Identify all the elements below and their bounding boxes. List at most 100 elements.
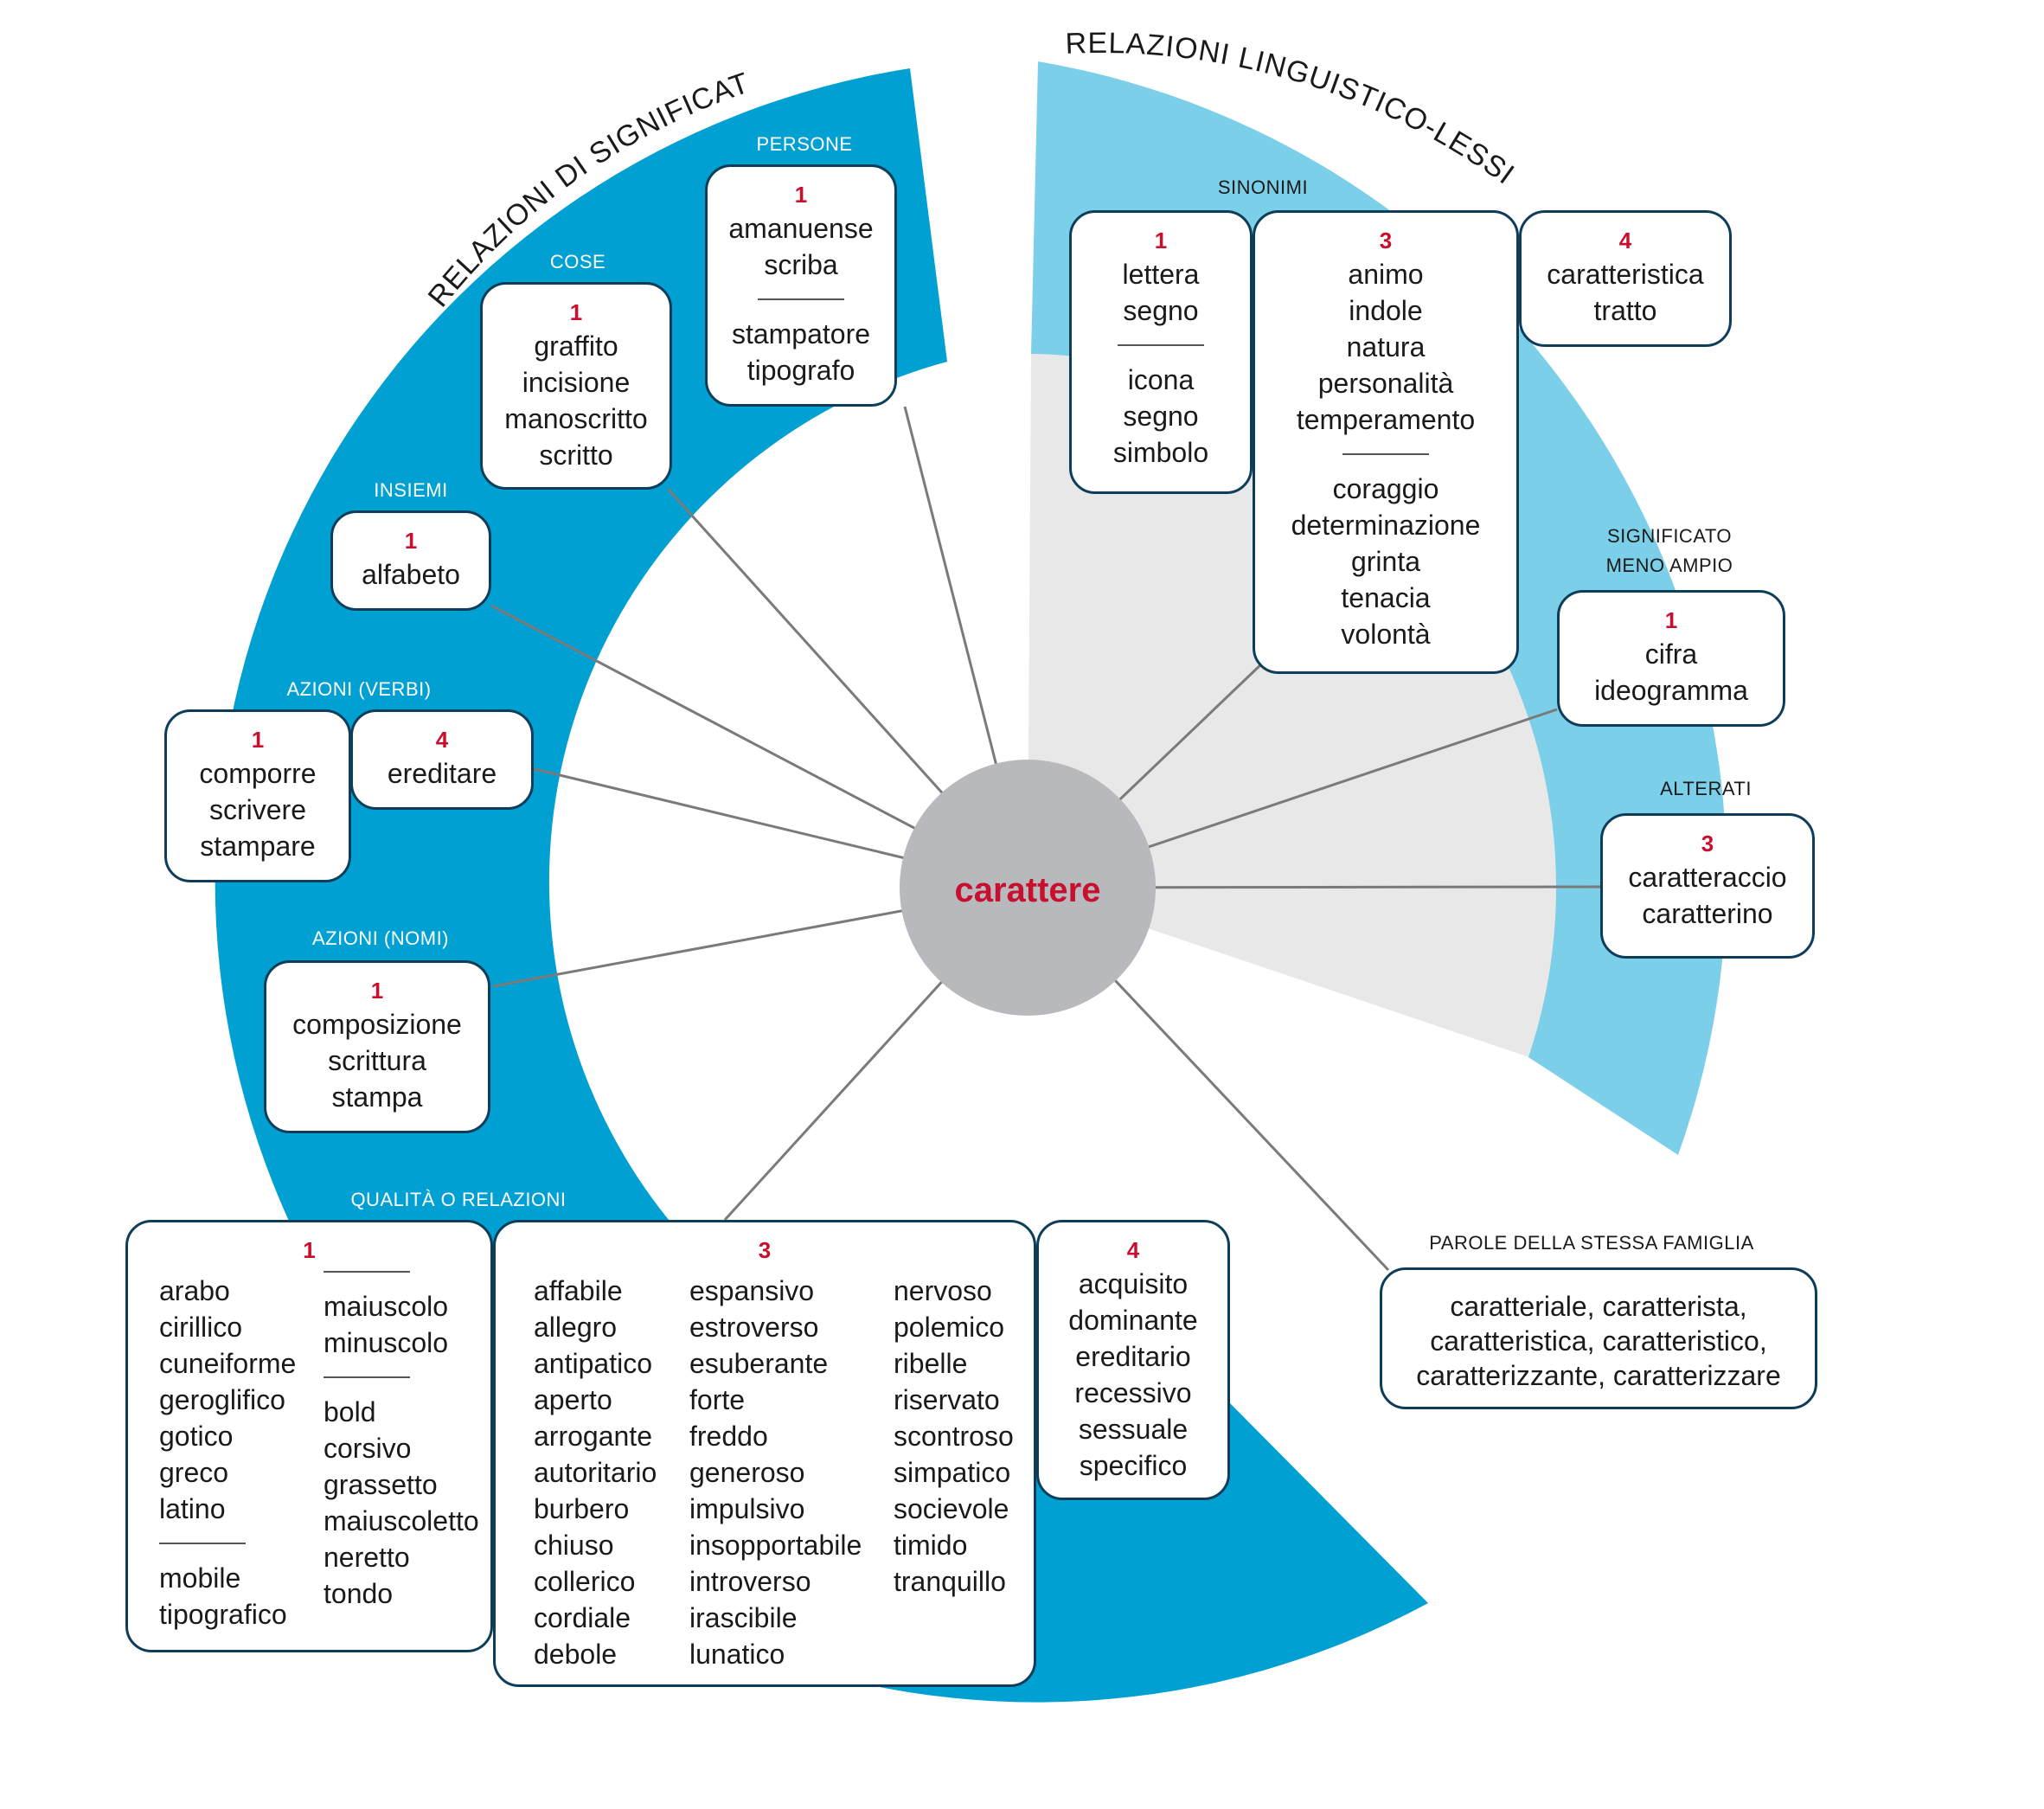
- cose-word: graffito: [534, 330, 618, 362]
- qualita-word: affabile: [534, 1275, 623, 1306]
- box-cose: 1 graffito incisione manoscritto scritto: [480, 282, 672, 490]
- box-alterati: 3 caratteraccio caratterino: [1600, 813, 1815, 959]
- qualita-word: allegro: [534, 1312, 618, 1343]
- qualita-word: arabo: [159, 1275, 230, 1306]
- sinonimi-word: volontà: [1341, 619, 1431, 650]
- box-significato-meno-ampio: 1 cifra ideogramma: [1557, 590, 1785, 727]
- sinonimi-word: segno: [1123, 401, 1199, 432]
- qualita-3-col3: nervoso polemico ribelle riservato scont…: [894, 1273, 1014, 1600]
- qualita-3-num: 3: [758, 1237, 772, 1263]
- azioni-verbi-word: scrivere: [208, 794, 306, 825]
- cose-num: 1: [569, 299, 583, 325]
- box-azioni-verbi-4: 4 ereditare: [350, 709, 534, 810]
- qualita-word: autoritario: [534, 1457, 657, 1488]
- box-sinonimi-3: 3 animo indole natura personalità temper…: [1253, 210, 1519, 674]
- qualita-word: antipatico: [534, 1348, 652, 1379]
- label-famiglia: PAROLE DELLA STESSA FAMIGLIA: [1429, 1232, 1754, 1254]
- insiemi-num: 1: [404, 528, 418, 554]
- label-qualita: QUALITÀ O RELAZIONI: [350, 1189, 567, 1210]
- label-alterati: ALTERATI: [1660, 778, 1752, 799]
- sinonimi-word: coraggio: [1332, 473, 1439, 504]
- cose-word: incisione: [522, 367, 631, 398]
- qualita-word: specifico: [1079, 1450, 1188, 1481]
- cose-word: manoscritto: [504, 403, 648, 434]
- azioni-verbi-num: 4: [435, 727, 449, 753]
- box-qualita-3: 3 affabile allegro antipatico aperto arr…: [493, 1220, 1036, 1687]
- sinonimi-word: simbolo: [1112, 437, 1209, 468]
- label-significato-meno-ampio: SIGNIFICATO MENO AMPIO: [1583, 522, 1756, 581]
- qualita-word: sessuale: [1078, 1414, 1189, 1445]
- sinonimi-word: determinazione: [1291, 510, 1481, 541]
- persone-num: 1: [794, 182, 808, 208]
- box-insiemi: 1 alfabeto: [330, 510, 491, 611]
- qualita-word: aperto: [534, 1384, 612, 1415]
- qualita-3-col2: espansivo estroverso esuberante forte fr…: [689, 1273, 862, 1672]
- azioni-verbi-word: comporre: [199, 758, 317, 789]
- center-word: carattere: [954, 871, 1100, 909]
- box-sinonimi-4: 4 caratteristica tratto: [1519, 210, 1732, 347]
- qualita-word: neretto: [324, 1542, 410, 1573]
- qualita-word: introverso: [689, 1566, 811, 1597]
- qualita-word: lunatico: [689, 1639, 785, 1670]
- qualita-word: corsivo: [324, 1433, 412, 1464]
- sinonimi-word: lettera: [1122, 259, 1200, 290]
- insiemi-word: alfabeto: [362, 559, 460, 590]
- box-azioni-verbi-1: 1 comporre scrivere stampare: [164, 709, 351, 882]
- qualita-word: recessivo: [1074, 1377, 1192, 1408]
- sinonimi-word: segno: [1123, 295, 1199, 326]
- label-azioni-verbi: AZIONI (VERBI): [286, 678, 432, 700]
- qualita-word: dominante: [1068, 1305, 1198, 1336]
- qualita-word: cirillico: [159, 1312, 242, 1343]
- separator: [159, 1543, 246, 1544]
- azioni-nomi-word: scrittura: [328, 1045, 426, 1076]
- label-cose: COSE: [549, 251, 606, 273]
- separator: [1118, 344, 1204, 346]
- sinonimi-word: icona: [1127, 364, 1195, 395]
- azioni-verbi-num: 1: [251, 727, 265, 753]
- qualita-word: nervoso: [894, 1275, 992, 1306]
- azioni-nomi-word: stampa: [331, 1081, 423, 1113]
- qualita-word: scontroso: [894, 1421, 1014, 1452]
- qualita-word: burbero: [534, 1493, 630, 1524]
- qualita-word: cordiale: [534, 1602, 631, 1633]
- famiglia-line: caratterizzante, caratterizzare: [1416, 1360, 1781, 1391]
- qualita-word: forte: [689, 1384, 746, 1415]
- separator: [324, 1376, 410, 1378]
- qualita-word: chiuso: [534, 1530, 614, 1561]
- center-circle: [900, 760, 1156, 1016]
- separator: [1342, 453, 1429, 455]
- qualita-1-col1: arabo cirillico cuneiforme geroglifico g…: [159, 1273, 296, 1633]
- alterati-num: 3: [1701, 831, 1714, 856]
- qualita-word: cuneiforme: [159, 1348, 297, 1379]
- box-qualita-4: 4 acquisito dominante ereditario recessi…: [1036, 1220, 1230, 1500]
- gray-sector: [1028, 354, 1557, 1057]
- qualita-word: riservato: [894, 1384, 1000, 1415]
- azioni-verbi-word: stampare: [200, 831, 316, 862]
- sinonimi-4-num: 4: [1618, 228, 1632, 253]
- qualita-word: gotico: [159, 1421, 234, 1452]
- qualita-word: acquisito: [1078, 1268, 1189, 1299]
- label-significato-line1: SIGNIFICATO: [1606, 525, 1733, 547]
- alterati-word: caratteraccio: [1628, 862, 1787, 893]
- qualita-word: collerico: [534, 1566, 636, 1597]
- significato-num: 1: [1664, 607, 1678, 633]
- qualita-word: simpatico: [894, 1457, 1011, 1488]
- sinonimi-word: tratto: [1593, 295, 1657, 326]
- famiglia-line: caratteriale, caratterista,: [1450, 1291, 1747, 1322]
- qualita-word: espansivo: [689, 1275, 815, 1306]
- label-azioni-nomi: AZIONI (NOMI): [311, 927, 450, 949]
- cose-word: scritto: [539, 439, 613, 471]
- sinonimi-word: temperamento: [1296, 404, 1476, 435]
- persone-word: stampatore: [731, 318, 871, 350]
- persone-word: amanuense: [728, 213, 874, 244]
- sinonimi-3-num: 3: [1379, 228, 1393, 253]
- box-famiglia: caratteriale, caratterista, caratteristi…: [1380, 1267, 1817, 1409]
- significato-word: ideogramma: [1594, 675, 1748, 706]
- qualita-4-num: 4: [1126, 1237, 1140, 1263]
- sinonimi-word: natura: [1346, 331, 1426, 362]
- box-persone: 1 amanuense scriba stampatore tipografo: [705, 164, 897, 407]
- qualita-word: insopportabile: [689, 1530, 862, 1561]
- azioni-verbi-word: ereditare: [387, 758, 497, 789]
- sinonimi-word: caratteristica: [1547, 259, 1704, 290]
- label-sinonimi: SINONIMI: [1217, 176, 1309, 198]
